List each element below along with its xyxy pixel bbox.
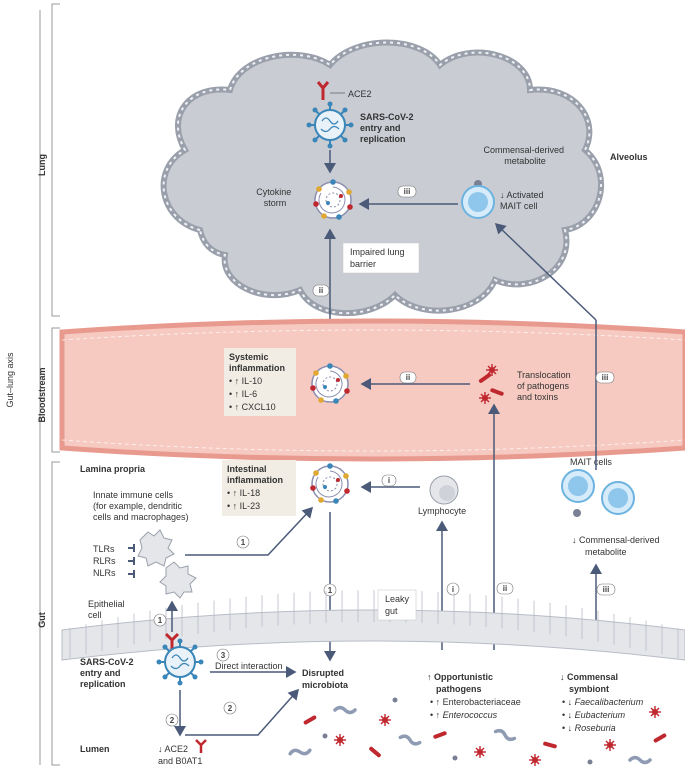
cytokine-storm-label: Cytokine storm bbox=[256, 187, 294, 208]
epithelium bbox=[61, 590, 685, 661]
step-iii-gut: iii bbox=[603, 585, 610, 594]
intestinal-item: • ↑ IL-23 bbox=[227, 501, 260, 511]
step-1-innate: 1 bbox=[241, 538, 246, 547]
opportunistic-item: • ↑ Enterobacteriaceae bbox=[430, 697, 521, 707]
innate-immune-label: Innate immune cells (for example, dendri… bbox=[93, 490, 189, 522]
lung-mait-label: ↓ Activated MAIT cell bbox=[500, 190, 546, 211]
lymphocyte-label: Lymphocyte bbox=[418, 506, 466, 516]
gut-commensal-label: ↓ Commensal-derived metabolite bbox=[572, 535, 662, 557]
bloodstream-bracket bbox=[51, 327, 60, 453]
alveolus bbox=[160, 39, 604, 317]
step-i-gut: i bbox=[452, 585, 454, 594]
gut-cytokine-icon bbox=[309, 462, 351, 505]
lung-mait-cell-icon bbox=[461, 185, 495, 219]
ace2-receptor-icon bbox=[316, 81, 330, 100]
symbiont-item: • ↓ Eubacterium bbox=[562, 710, 626, 720]
step-1-down: 1 bbox=[328, 586, 333, 595]
region-label-gut: Gut bbox=[37, 612, 47, 628]
step-i-lymph: i bbox=[388, 476, 390, 485]
gut-entry-label: SARS-CoV-2 entry and replication bbox=[80, 657, 136, 689]
ace2-b0at1-label: ↓ ACE2 and B0AT1 bbox=[158, 744, 202, 766]
leaky-gut-box bbox=[377, 589, 417, 621]
lumen-label: Lumen bbox=[80, 744, 110, 754]
symbiont-item: • ↓ Faecalibacterium bbox=[562, 697, 644, 707]
gut-mait-cell-icon bbox=[601, 481, 635, 515]
systemic-item: • ↑ IL-6 bbox=[229, 389, 257, 399]
symbiont-item: • ↓ Roseburia bbox=[562, 723, 616, 733]
gut-mait-cell-icon bbox=[561, 469, 595, 503]
impaired-barrier-box bbox=[342, 242, 420, 274]
intestinal-item: • ↑ IL-18 bbox=[227, 488, 260, 498]
ace2-small-icon bbox=[195, 739, 207, 753]
receptor-label: TLRs bbox=[93, 544, 115, 554]
metabolite-icon bbox=[573, 509, 581, 517]
step-iii-blood: iii bbox=[602, 373, 609, 382]
gut-bracket bbox=[51, 461, 60, 766]
gut-virus-icon bbox=[155, 637, 205, 687]
dendritic-cell-icon bbox=[137, 529, 197, 599]
systemic-inflammation-box bbox=[224, 348, 296, 416]
step-ii-lung: ii bbox=[319, 286, 323, 295]
direct-interaction-label: Direct interaction bbox=[215, 661, 283, 671]
leaky-gut-label: Leaky gut bbox=[385, 594, 412, 616]
step-iii-lung: iii bbox=[404, 187, 411, 196]
lung-ace2-label: ACE2 bbox=[348, 89, 372, 99]
epithelial-cell-label: Epithelial cell bbox=[88, 599, 127, 620]
lung-virus-icon bbox=[305, 100, 355, 150]
mait-cells-label: MAIT cells bbox=[570, 457, 612, 467]
lymphocyte-icon bbox=[429, 475, 459, 505]
lung-commensal-label: Commensal-derived metabolite bbox=[483, 145, 566, 166]
lung-entry-label: SARS-CoV-2 entry and replication bbox=[360, 112, 416, 144]
systemic-item: • ↑ CXCL10 bbox=[229, 402, 276, 412]
region-label-bloodstream: Bloodstream bbox=[37, 367, 47, 422]
receptor-icon bbox=[128, 544, 135, 578]
impaired-barrier-label: Impaired lung barrier bbox=[350, 247, 407, 269]
commensal-symbiont-label: ↓ Commensal symbiont bbox=[560, 672, 621, 694]
systemic-item: • ↑ IL-10 bbox=[229, 376, 262, 386]
lung-bracket bbox=[51, 3, 60, 317]
step-ii-blood: ii bbox=[406, 373, 410, 382]
systemic-inflammation-title: Systemic inflammation bbox=[229, 352, 285, 373]
opportunistic-item: • ↑ Enterococcus bbox=[430, 710, 498, 720]
region-label-lung: Lung bbox=[37, 154, 47, 176]
step-2-down: 2 bbox=[170, 716, 175, 725]
axis-label: Gut–lung axis bbox=[5, 352, 15, 408]
step-3: 3 bbox=[221, 651, 226, 660]
disrupted-microbiota-label: Disrupted microbiota bbox=[302, 668, 349, 690]
bloodstream-vessel bbox=[59, 318, 685, 462]
intestinal-inflammation-title: Intestinal inflammation bbox=[227, 464, 283, 485]
translocation-label: Translocation of pathogens and toxins bbox=[517, 370, 573, 402]
receptor-label: NLRs bbox=[93, 568, 116, 578]
receptor-label: RLRs bbox=[93, 556, 116, 566]
alveolus-label: Alveolus bbox=[610, 152, 648, 162]
step-1-epithelial: 1 bbox=[158, 616, 163, 625]
step-ii-gut: ii bbox=[503, 584, 507, 593]
opportunistic-pathogens-label: ↑ Opportunistic pathogens bbox=[427, 672, 496, 694]
step-2-diag: 2 bbox=[228, 704, 233, 713]
lamina-propria-label: Lamina propria bbox=[80, 464, 146, 474]
intestinal-inflammation-box bbox=[222, 460, 296, 516]
lumen-bacteria bbox=[287, 697, 668, 767]
